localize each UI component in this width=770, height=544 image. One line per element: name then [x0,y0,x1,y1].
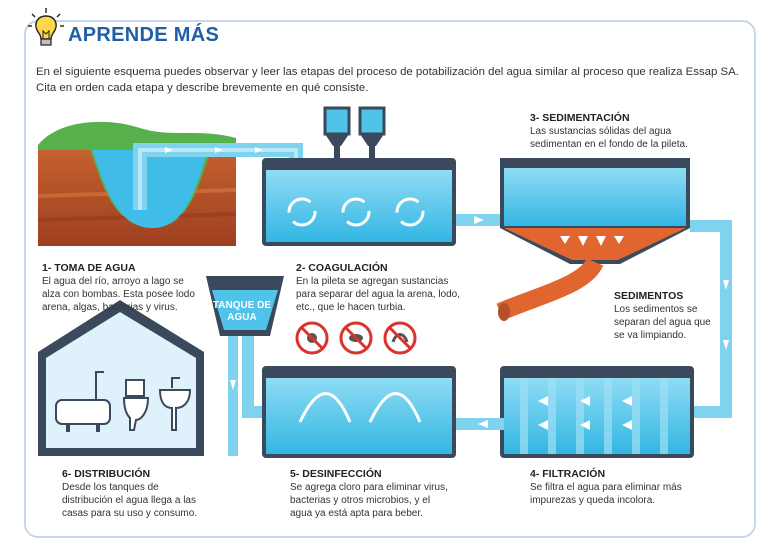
desc-line: casas para su uso y consumo. [62,508,198,519]
desc-line: Se agrega cloro para eliminar virus, [290,482,448,493]
stage-desinfeccion-title: 5- DESINFECCIÓN [290,468,382,480]
toilet-icon [122,379,150,431]
lightbulb-icon [28,8,64,46]
tank-label-line: TANQUE DE [212,300,272,311]
coagulation-tank [262,106,456,246]
no-microbe-icon [295,321,417,355]
desc-line: Los sedimentos se [614,304,698,315]
desc-line: separan del agua que [614,317,711,328]
stage-desinfeccion-desc: Se agrega cloro para eliminar virus, bac… [290,481,448,520]
desc-line: arena, algas, bacterias y virus. [42,302,178,313]
desc-line: sedimentan en el fondo de la pileta. [530,139,688,150]
bathtub-icon [55,371,111,432]
page-title: APRENDE MÁS [68,24,220,46]
water-tank [206,276,284,456]
desc-line: El agua del río, arroyo a lago se [42,276,184,287]
desc-line: distribución el agua llega a las [62,495,196,506]
connector-pipe [690,220,732,418]
desc-line: En la pileta se agregan sustancias [296,276,449,287]
desc-line: Las sustancias sólidas del agua [530,126,672,137]
rotation-arrow-icon [287,197,425,227]
stage-toma-desc: El agua del río, arroyo a lago se alza c… [42,275,195,314]
desc-line: para separar del agua la arena, lodo, [296,289,461,300]
stage-distribucion-title: 6- DISTRIBUCIÓN [62,468,151,480]
sediment-arrow-icon [560,236,624,246]
disinfection-tank [262,366,456,458]
wave-icon [298,392,422,423]
stage-coagulacion-desc: En la pileta se agregan sustancias para … [296,275,460,314]
filtration-tank [500,366,694,458]
stage-filtracion-desc: Se filtra el agua para eliminar más impu… [530,481,682,507]
tank-label: TANQUE DE AGUA [212,300,272,324]
connector-pipe [242,336,262,418]
desc-line: Desde los tanques de [62,482,159,493]
sink-icon [158,377,192,431]
sedimentation-tank [496,158,690,321]
desc-line: alza con bombas. Esta posee lodo [42,289,195,300]
intro-text: En el siguiente esquema puedes observar … [36,66,739,94]
desc-line: se va limpiando. [614,330,687,341]
house [38,300,204,456]
desc-line: impurezas y queda incolora. [530,495,656,506]
stage-sedimentacion-title: 3- SEDIMENTACIÓN [530,112,630,124]
stage-sedimentacion-desc: Las sustancias sólidas del agua sediment… [530,125,688,151]
desc-line: etc., que le hacen turbia. [296,302,406,313]
desc-line: bacterias y otros microbios, y el [290,495,431,506]
desc-line: agua ya está apta para beber. [290,508,423,519]
tank-label-line: AGUA [227,312,257,323]
stage-coagulacion-title: 2- COAGULACIÓN [296,262,388,274]
stage-sedimentos-desc: Los sedimentos se separan del agua que s… [614,303,711,342]
stage-sedimentos-title: SEDIMENTOS [614,290,684,302]
filter-arrow-icon [538,396,632,430]
stage-filtracion-title: 4- FILTRACIÓN [530,468,606,480]
desc-line: Se filtra el agua para eliminar más [530,482,682,493]
stage-distribucion-desc: Desde los tanques de distribución el agu… [62,481,197,520]
stage-toma-title: 1- TOMA DE AGUA [42,262,136,274]
chemical-hopper-icon [323,106,386,160]
